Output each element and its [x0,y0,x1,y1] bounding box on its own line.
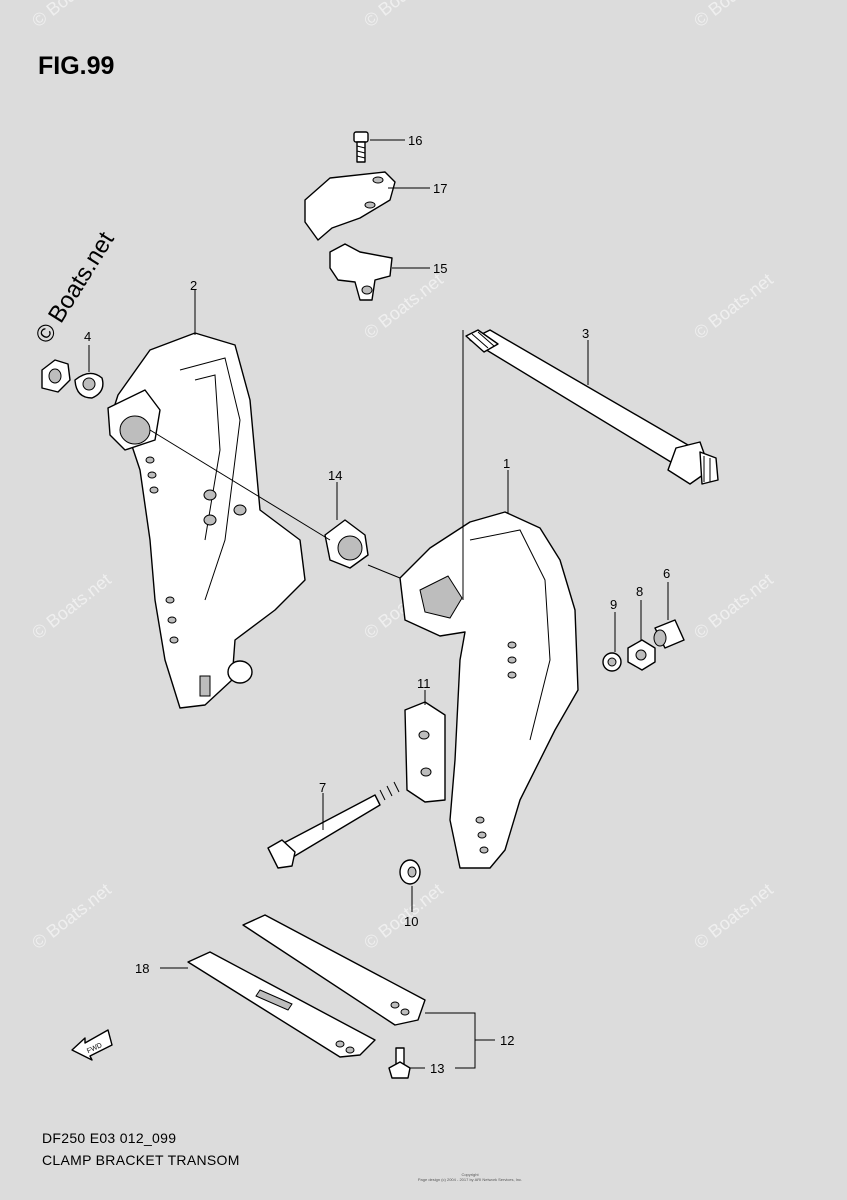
part-18-plate [187,951,376,1058]
watermark-text: © Boats.net [690,879,777,953]
callout-2: 2 [190,278,197,293]
part-12-plate [242,914,426,1026]
callout-8: 8 [636,584,643,599]
part-14-bushing [324,519,369,569]
assembly-lines [149,330,464,600]
part-10-washer [399,859,421,885]
callout-10: 10 [404,914,418,929]
callout-4: 4 [84,329,91,344]
callout-7: 7 [319,780,326,795]
watermark-text: © Boats.net [690,0,777,31]
figure-name: CLAMP BRACKET TRANSOM [42,1152,240,1168]
callout-3: 3 [582,326,589,341]
callout-14: 14 [328,468,342,483]
callout-6: 6 [663,566,670,581]
watermark-text: © Boats.net [28,0,115,31]
part-13-screw [388,1047,411,1079]
part-15-plate [329,243,393,301]
callout-11: 11 [417,676,431,691]
copyright-line-2: Page design (c) 2004 - 2017 by ARI Netwo… [417,1177,523,1182]
callout-17: 17 [433,181,447,196]
part-6-collar [653,619,685,649]
part-4-washer [74,372,104,399]
part-3-shaft [465,329,719,485]
watermark-text: © Boats.net [360,0,447,31]
part-16-bolt [353,131,369,163]
callout-16: 16 [408,133,422,148]
copyright-notice: Copyright Page design (c) 2004 - 2017 by… [340,1172,600,1182]
copyright-line-1: Copyright [461,1172,479,1177]
figure-model-code: DF250 E03 012_099 [42,1130,177,1146]
callout-13: 13 [430,1061,444,1076]
watermark-text: © Boats.net [28,879,115,953]
part-1-clamp-bracket-right [399,511,579,869]
side-watermark: © Boats.net [30,227,120,348]
figure-title: FIG.99 [38,52,115,80]
part-7-bolt [267,781,400,869]
callout-15: 15 [433,261,447,276]
part-5-nut [41,359,71,393]
part-8-nut [627,639,656,671]
callout-labels: 16 17 15 2 4 3 1 14 6 8 9 11 7 10 18 12 … [84,133,670,1076]
callout-12: 12 [500,1033,514,1048]
callout-18: 18 [135,961,149,976]
part-9-washer [602,652,622,672]
callout-1: 1 [503,456,510,471]
watermark-text: © Boats.net [690,569,777,643]
part-17-cover [304,171,396,241]
callout-leaders [88,139,669,1069]
part-2-clamp-bracket-left [107,332,306,709]
callout-9: 9 [610,597,617,612]
watermark-text: © Boats.net [690,269,777,343]
part-11-plate [404,701,446,803]
fwd-arrow: FWD [71,1029,113,1061]
watermark-text: © Boats.net [28,569,115,643]
